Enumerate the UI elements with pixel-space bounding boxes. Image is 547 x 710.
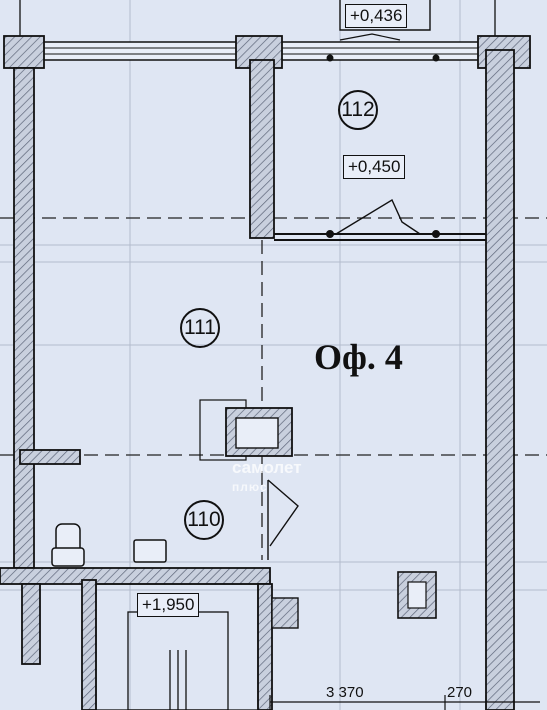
dimension-line: [269, 695, 540, 710]
level-mark-112: +0,450: [343, 155, 406, 179]
sink-fixture: [133, 539, 167, 563]
top-door-swing: [339, 33, 401, 41]
dimension-270: 270: [447, 684, 473, 701]
socket-box: [271, 597, 299, 629]
room-number-111: 111: [180, 308, 220, 348]
watermark-sub: плюс: [232, 480, 268, 494]
dimension-3370: 3 370: [326, 684, 364, 701]
door-swing-110: [267, 479, 299, 547]
room-number-112: 112: [338, 90, 378, 130]
level-mark-top: +0,436: [345, 4, 408, 28]
room-number-110: 110: [184, 500, 224, 540]
door-swing-112: [335, 198, 421, 235]
walls: [0, 49, 515, 710]
toilet-fixture: [51, 523, 85, 567]
level-mark-bottom: +1,950: [137, 593, 200, 617]
drain-box: [397, 571, 437, 619]
top-door-frame: [339, 0, 431, 31]
stair-shaft: [95, 583, 259, 710]
watermark-brand: самолет: [232, 458, 302, 477]
vent-shaft: [199, 399, 293, 461]
office-label: Оф. 4: [314, 337, 403, 377]
partition-112: [274, 54, 486, 241]
axis-lines: [0, 217, 547, 560]
